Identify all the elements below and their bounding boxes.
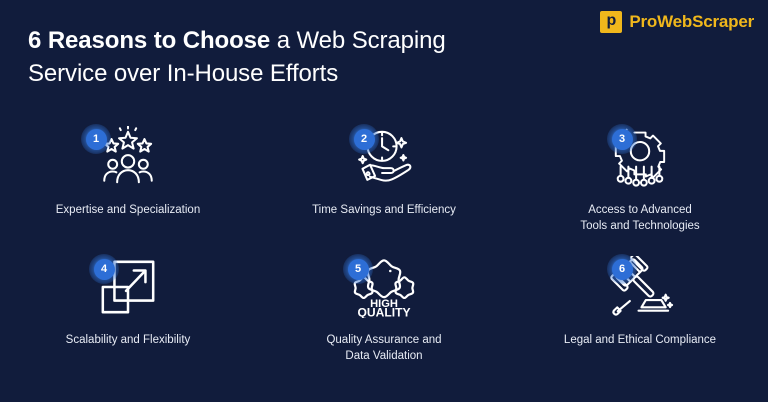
reason-card-3[interactable]: 3 Access to Advanced Tools and Technolog… — [512, 118, 768, 248]
icon-wrap-4: 4 — [73, 254, 183, 318]
reason-card-2[interactable]: 2 Time Savings and Efficiency — [256, 118, 512, 248]
reason-card-4[interactable]: 4 Scalability and Flexibility — [0, 248, 256, 378]
reason-label-4: Scalability and Flexibility — [65, 334, 191, 346]
badge-1: 1 — [81, 124, 111, 154]
people-stars-icon — [103, 126, 153, 184]
badge-6: 6 — [607, 254, 637, 284]
icon-wrap-5: 5 HIGH QUALITY — [329, 254, 439, 318]
reason-label-1: Expertise and Specialization — [55, 204, 201, 216]
logo-mark-icon: p — [600, 11, 623, 33]
badge-2: 2 — [349, 124, 379, 154]
reason-label-5: Quality Assurance and Data Validation — [326, 334, 442, 362]
page-title-line2: Service over In-House Efforts — [28, 60, 339, 87]
badge-number-3: 3 — [611, 128, 633, 150]
page-title-rest: a Web Scraping — [270, 27, 446, 54]
logo-wordmark: ProWebScraper — [629, 12, 754, 31]
badge-5: 5 — [343, 254, 373, 284]
reason-card-6[interactable]: 6 Legal and Ethical Compliance — [512, 248, 768, 378]
badge-number-1: 1 — [85, 128, 107, 150]
badge-number-4: 4 — [93, 258, 115, 280]
reason-card-5[interactable]: 5 HIGH QUALITY Quality Assurance and Dat… — [256, 248, 512, 378]
page-title: 6 Reasons to Choose a Web Scraping Servi… — [28, 24, 588, 90]
reason-label-2: Time Savings and Efficiency — [312, 204, 456, 216]
icon-wrap-1: 1 — [73, 124, 183, 188]
icon-text-high: HIGH — [370, 298, 398, 310]
icon-wrap-6: 6 — [585, 254, 695, 318]
page-title-bold: 6 Reasons to Choose — [28, 27, 271, 54]
reason-label-3: Access to Advanced Tools and Technologie… — [580, 204, 700, 232]
header: 6 Reasons to Choose a Web Scraping Servi… — [0, 0, 768, 110]
icon-wrap-2: 2 — [329, 124, 439, 188]
badge-number-5: 5 — [347, 258, 369, 280]
icon-text-quality: QUALITY — [357, 306, 410, 318]
high-quality-star-icon: HIGH QUALITY — [353, 259, 415, 318]
reasons-grid: 1 Expertise and Specialization 2 — [0, 118, 768, 378]
badge-3: 3 — [607, 124, 637, 154]
badge-number-6: 6 — [611, 258, 633, 280]
reason-label-6: Legal and Ethical Compliance — [563, 334, 717, 346]
badge-4: 4 — [89, 254, 119, 284]
badge-number-2: 2 — [353, 128, 375, 150]
expand-squares-arrow-icon — [101, 260, 155, 314]
icon-wrap-3: 3 — [585, 124, 695, 188]
brand-logo[interactable]: p ProWebScraper — [600, 11, 754, 33]
reason-card-1[interactable]: 1 Expertise and Specialization — [0, 118, 256, 248]
gear-circuit-icon — [614, 128, 666, 187]
